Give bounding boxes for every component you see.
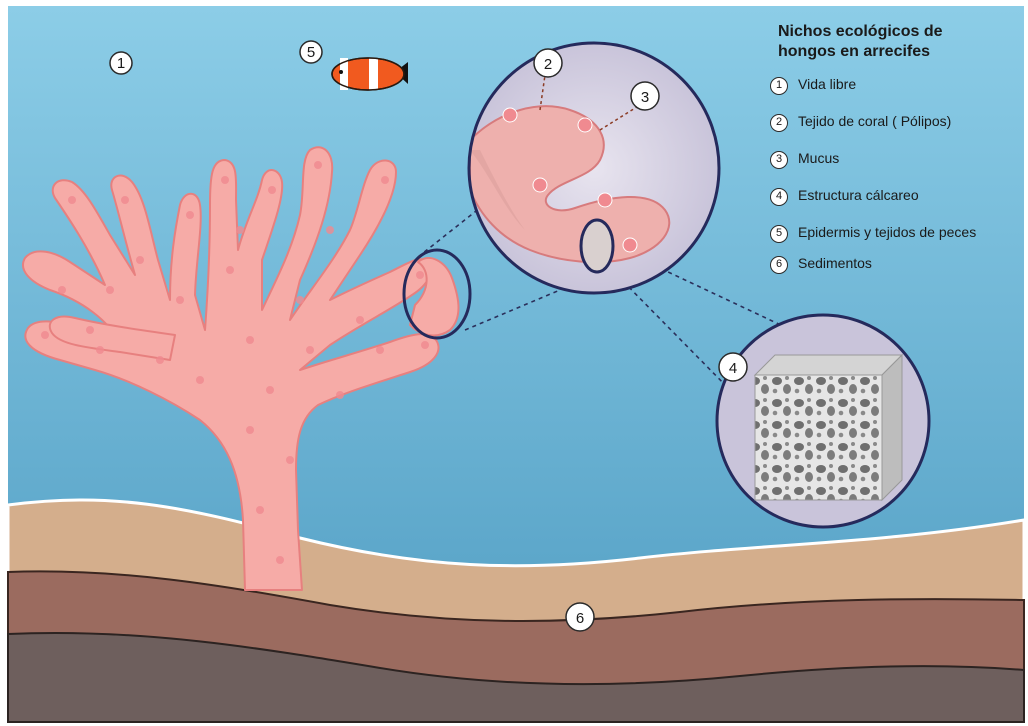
legend-title: Nichos ecológicos de hongos en arrecifes bbox=[778, 22, 978, 62]
legend-number: 1 bbox=[770, 77, 788, 95]
legend: Nichos ecológicos de hongos en arrecifes… bbox=[770, 22, 1020, 274]
legend-number: 3 bbox=[770, 151, 788, 169]
svg-text:3: 3 bbox=[641, 89, 649, 106]
marker-1: 1 bbox=[110, 52, 132, 74]
marker-2: 2 bbox=[534, 49, 562, 77]
svg-text:5: 5 bbox=[307, 44, 315, 61]
legend-label: Mucus bbox=[798, 150, 988, 167]
marker-5: 5 bbox=[300, 41, 322, 63]
legend-item: 5 Epidermis y tejidos de peces bbox=[770, 224, 1020, 243]
legend-label: Tejido de coral ( Pólipos) bbox=[798, 113, 988, 130]
svg-text:6: 6 bbox=[576, 610, 584, 627]
svg-text:2: 2 bbox=[544, 56, 552, 73]
legend-label: Vida libre bbox=[798, 76, 988, 93]
legend-item: 2 Tejido de coral ( Pólipos) bbox=[770, 113, 1020, 132]
legend-item: 4 Estructura cálcareo bbox=[770, 187, 1020, 206]
legend-number: 4 bbox=[770, 188, 788, 206]
legend-item: 1 Vida libre bbox=[770, 76, 1020, 95]
marker-4: 4 bbox=[719, 353, 747, 381]
legend-item: 3 Mucus bbox=[770, 150, 1020, 169]
marker-3: 3 bbox=[631, 82, 659, 110]
legend-label: Estructura cálcareo bbox=[798, 187, 988, 204]
legend-item: 6 Sedimentos bbox=[770, 255, 1020, 274]
marker-6: 6 bbox=[566, 603, 594, 631]
legend-number: 2 bbox=[770, 114, 788, 132]
legend-label: Epidermis y tejidos de peces bbox=[798, 224, 988, 241]
svg-text:4: 4 bbox=[729, 360, 737, 377]
calcareous-zoom-circle bbox=[717, 315, 929, 527]
legend-number: 6 bbox=[770, 256, 788, 274]
legend-label: Sedimentos bbox=[798, 255, 988, 272]
polyp-zoom-circle bbox=[469, 43, 719, 293]
legend-number: 5 bbox=[770, 225, 788, 243]
svg-text:1: 1 bbox=[117, 55, 125, 72]
